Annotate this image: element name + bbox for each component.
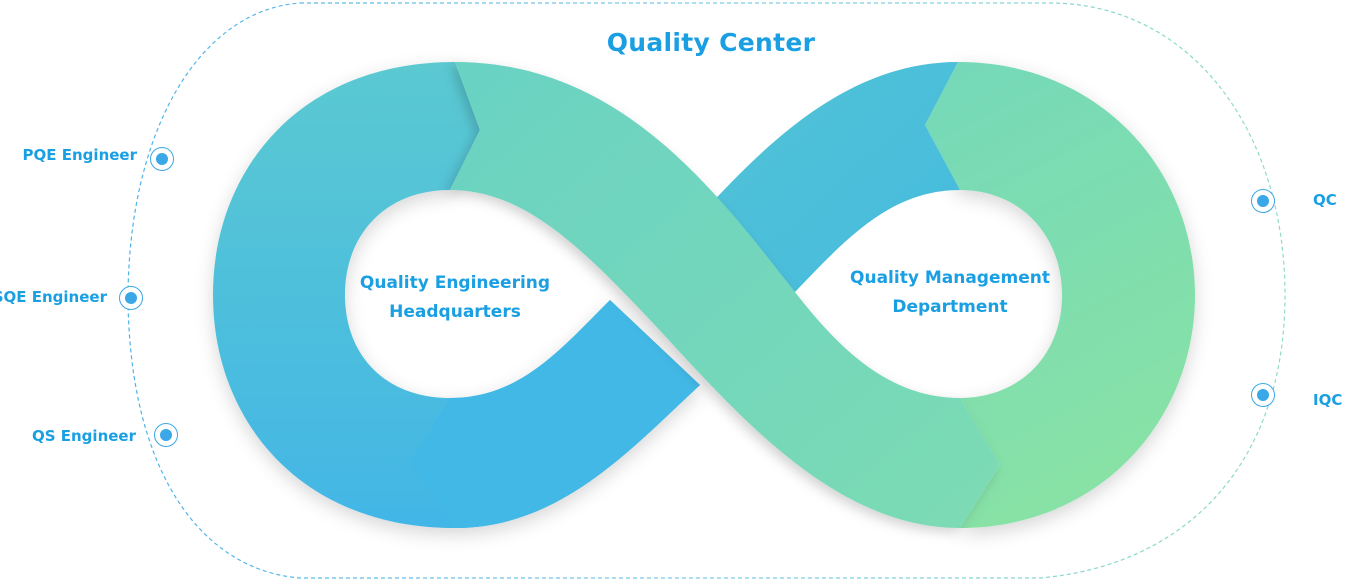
role-node-icon bbox=[154, 423, 178, 447]
crossing-band bbox=[450, 62, 1000, 528]
role-node-icon bbox=[1251, 383, 1275, 407]
right-loop-label-line2: Department bbox=[892, 297, 1008, 317]
role-node-icon bbox=[150, 147, 174, 171]
page-title: Quality Center bbox=[606, 28, 816, 57]
role-node-icon bbox=[119, 286, 143, 310]
left-loop-lower-segment bbox=[410, 300, 700, 528]
left-loop-label-line2: Headquarters bbox=[389, 302, 521, 322]
right-loop-upper-blue-segment bbox=[705, 62, 960, 292]
left-loop-label: Quality Engineering Headquarters bbox=[340, 269, 570, 327]
role-sqe-engineer: SQE Engineer bbox=[0, 288, 107, 306]
role-node-icon bbox=[1251, 189, 1275, 213]
right-loop-band bbox=[925, 62, 1195, 528]
left-loop-label-line1: Quality Engineering bbox=[359, 273, 551, 293]
role-qc: QC bbox=[1313, 191, 1337, 209]
right-loop-label-line1: Quality Management bbox=[850, 268, 1050, 288]
role-iqc: IQC bbox=[1313, 391, 1343, 409]
role-pqe-engineer: PQE Engineer bbox=[22, 146, 137, 164]
role-qs-engineer: QS Engineer bbox=[31, 427, 136, 445]
right-loop-label: Quality Management Department bbox=[825, 264, 1075, 322]
